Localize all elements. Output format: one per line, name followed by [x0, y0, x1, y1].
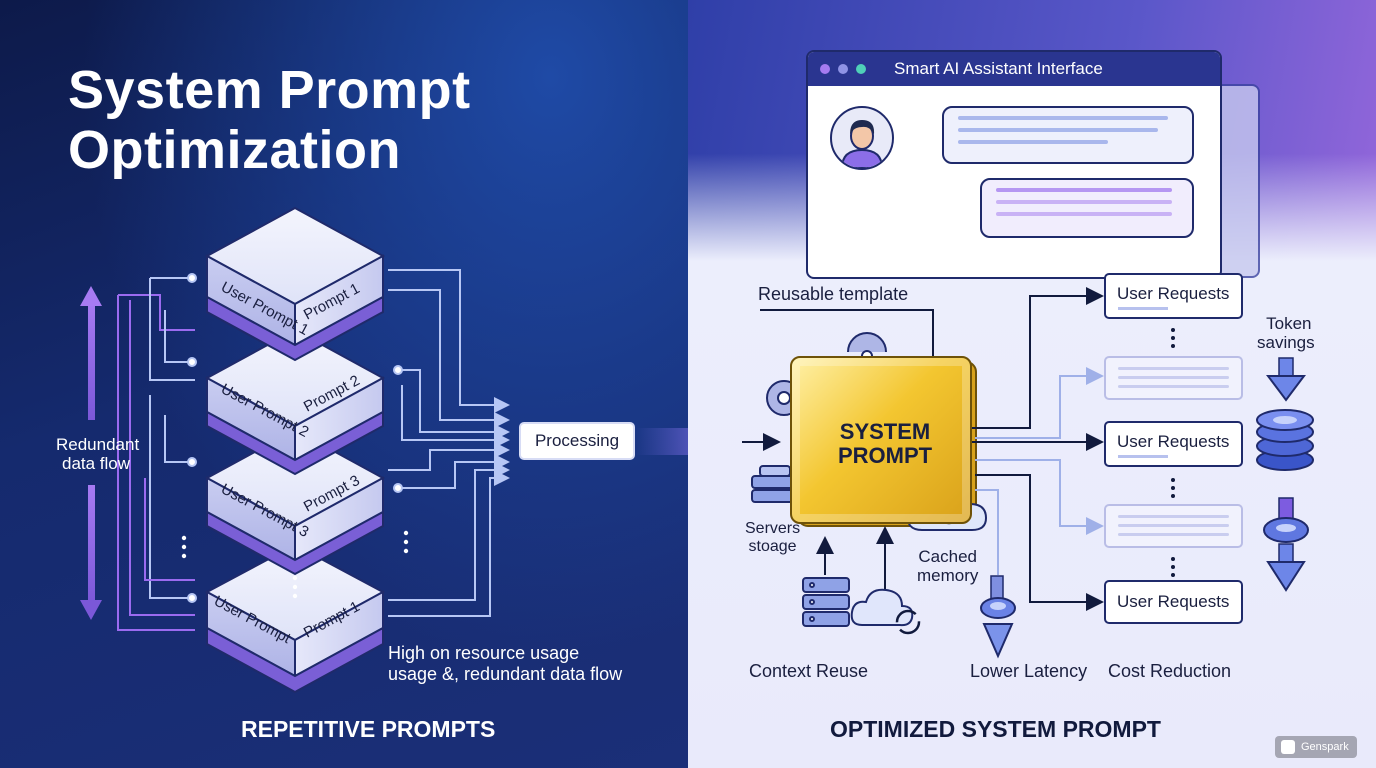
bubble-line — [958, 116, 1168, 120]
flow-arrow-icon — [636, 428, 688, 455]
box-line — [1118, 455, 1168, 458]
context-reuse-label: Context Reuse — [749, 661, 869, 681]
optimized-prompt-heading: OPTIMIZED SYSTEM PROMPT — [830, 716, 1161, 742]
servers-label-line-1: Servers — [745, 520, 801, 537]
prompt-stack-1 — [204, 206, 386, 362]
chat-titlebar: Smart AI Assistant Interface — [808, 52, 1220, 86]
user-requests-label: User Requests — [1117, 432, 1230, 451]
cached-label-line-2: memory — [917, 566, 979, 585]
genspark-logo-icon — [1281, 740, 1295, 754]
servers-label-line-2: stoage — [748, 538, 797, 555]
chat-title: Smart AI Assistant Interface — [894, 59, 1103, 78]
lower-latency-label: Lower Latency — [970, 661, 1088, 681]
repetitive-prompts-diagram: User Prompt 1 Prompt 1 User Prompt 2 Pro… — [80, 206, 688, 694]
avatar — [830, 106, 894, 170]
server-rack-icon — [802, 577, 850, 627]
page-title: System Prompt Optimization — [68, 60, 471, 180]
redundant-label: Redundant data flow — [56, 435, 139, 473]
user-requests-box-3: User Requests — [1104, 580, 1243, 624]
processing-box: Processing — [519, 422, 635, 460]
window-dot-icon — [820, 64, 830, 74]
ellipsis-icon — [1171, 328, 1175, 577]
chat-window: Smart AI Assistant Interface — [806, 50, 1222, 279]
redundant-arrow-icon — [80, 286, 102, 620]
genspark-watermark: Genspark — [1275, 736, 1357, 758]
user-requests-label: User Requests — [1117, 592, 1230, 611]
bubble-line — [996, 212, 1172, 216]
ghost-request-box — [1104, 356, 1243, 400]
system-prompt-line-2: PROMPT — [837, 443, 933, 468]
system-prompt-label: SYSTEM PROMPT — [790, 420, 980, 468]
token-label-line-2: savings — [1257, 333, 1315, 352]
user-requests-box-1: User Requests — [1104, 273, 1243, 319]
prompt-stack-3 — [204, 428, 386, 576]
repetitive-prompts-heading: REPETITIVE PROMPTS — [241, 716, 496, 742]
resource-note: High on resource usage usage &, redundan… — [388, 643, 622, 685]
cost-reduction-icon — [1263, 497, 1309, 592]
prompt-stack-2 — [204, 328, 386, 476]
window-dot-icon — [838, 64, 848, 74]
user-requests-box-2: User Requests — [1104, 421, 1243, 467]
bubble-line — [958, 140, 1108, 144]
output-connectors — [972, 287, 1104, 611]
ghost-request-box — [1104, 504, 1243, 548]
token-savings-icon — [1256, 357, 1314, 471]
prompt-stack-4 — [204, 543, 386, 694]
reusable-template-label: Reusable template — [758, 284, 909, 304]
redundant-label-line-1: Redundant — [56, 435, 140, 454]
user-avatar-icon — [840, 120, 884, 168]
user-requests-label: User Requests — [1117, 284, 1230, 303]
chat-bubble-incoming — [942, 106, 1194, 164]
redundant-label-line-2: data flow — [62, 454, 131, 473]
token-savings-label: Token savings — [1257, 314, 1315, 352]
bubble-line — [996, 200, 1172, 204]
ellipsis-icon — [181, 530, 409, 599]
chat-bubble-outgoing — [980, 178, 1194, 238]
right-connectors — [388, 269, 510, 617]
title-line-1: System Prompt — [68, 60, 471, 120]
cost-reduction-label: Cost Reduction — [1108, 661, 1232, 681]
token-label-line-1: Token — [1266, 314, 1312, 333]
window-dot-icon — [856, 64, 866, 74]
box-line — [1118, 307, 1168, 310]
system-prompt-line-1: SYSTEM — [839, 419, 931, 444]
resource-note-line-1: High on resource usage — [388, 643, 580, 663]
lower-latency-icon — [980, 575, 1016, 659]
cached-label-line-1: Cached — [918, 547, 977, 566]
cached-memory-label: Cached memory — [917, 547, 978, 585]
template-bracket — [760, 309, 934, 356]
bubble-line — [996, 188, 1172, 192]
resource-note-line-2: usage &, redundant data flow — [388, 664, 623, 684]
left-connectors — [117, 273, 197, 631]
servers-storage-label: Servers stoage — [745, 520, 800, 556]
servers-icon — [751, 465, 797, 503]
title-line-2: Optimization — [68, 120, 401, 180]
system-prompt-card — [790, 356, 972, 524]
bubble-line — [958, 128, 1158, 132]
cloud-refresh-icon — [850, 588, 921, 635]
